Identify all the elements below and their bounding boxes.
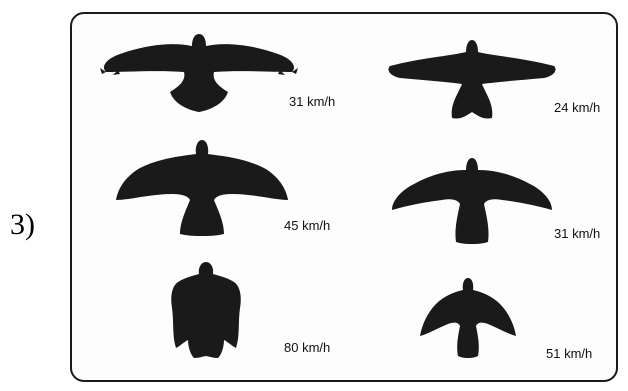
speed-label-4: 31 km/h [554,226,600,241]
bird-silhouette-3 [114,138,290,238]
question-number: 3) [10,208,35,242]
speed-label-6: 51 km/h [546,346,592,361]
bird-silhouette-2 [384,38,560,122]
bird-silhouette-1 [100,28,298,116]
speed-label-2: 24 km/h [554,100,600,115]
speed-label-5: 80 km/h [284,340,330,355]
bird-silhouette-4 [390,156,554,246]
speed-label-3: 45 km/h [284,218,330,233]
figure-frame: 31 km/h 24 km/h 45 km/h 31 km/h 80 km/h … [70,12,618,382]
speed-label-1: 31 km/h [289,94,335,109]
bird-silhouette-6 [416,276,520,360]
bird-silhouette-5 [166,260,246,360]
